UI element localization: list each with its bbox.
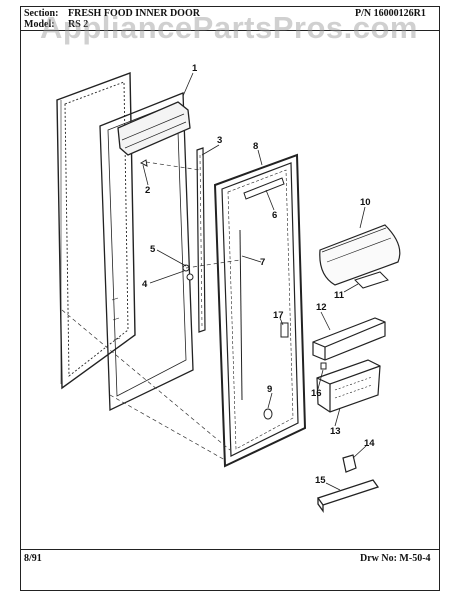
model-value: RS 2 [68,19,89,30]
section-value: FRESH FOOD INNER DOOR [68,8,200,19]
callout-16: 16 [311,388,322,399]
part-number: P/N 16000126R1 [355,8,426,19]
callout-8: 8 [253,141,258,152]
fastener-parts [139,159,194,281]
outer-door-liner-part [56,72,136,390]
footer-date: 8/91 [24,553,42,564]
small-tray-part [354,271,389,289]
dairy-cover-part [319,224,401,286]
trim-bar-part [316,479,380,514]
vertical-strip-part [196,147,206,333]
section-label: Section: [24,8,59,19]
callout-3: 3 [217,135,222,146]
header-divider [20,30,440,31]
callout-7: 7 [260,257,265,268]
callout-11: 11 [334,290,345,301]
callout-12: 12 [316,302,327,313]
door-shelf-bin-part [312,317,386,361]
callout-1: 1 [192,63,198,74]
assembly-lines [61,161,241,461]
callout-6: 6 [272,210,277,221]
callout-13: 13 [330,426,341,437]
callout-10: 10 [360,197,371,208]
callout-14: 14 [364,438,375,449]
callout-15: 15 [315,475,326,486]
callout-4: 4 [142,279,148,290]
retainer-part [342,454,357,473]
callout-5: 5 [150,244,156,255]
leader-lines [142,72,367,491]
small-piece-16-part [320,362,327,370]
door-gasket-frame-part [213,153,307,468]
callout-17: 17 [273,310,284,321]
callout-9: 9 [267,384,272,395]
model-label: Model: [24,19,55,30]
inner-door-panel-part [99,92,194,412]
drawing-number: Drw No: M-50-4 [360,553,431,564]
lower-bin-part [316,359,381,413]
footer-divider [20,549,440,550]
drawing-sheet-border [20,6,440,591]
callout-2: 2 [145,185,150,196]
watermark-text: AppliancePartsPros.com [40,10,418,45]
